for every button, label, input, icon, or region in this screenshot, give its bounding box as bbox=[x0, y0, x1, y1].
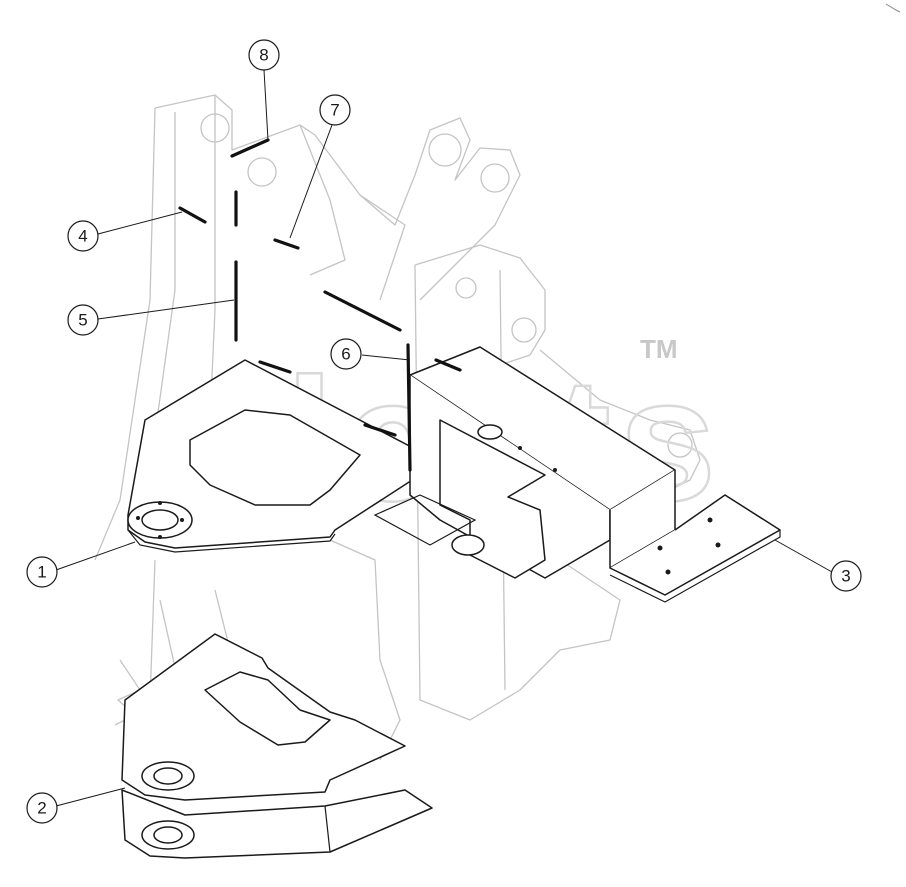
callout-5: 5 bbox=[67, 304, 99, 336]
callout-leaders bbox=[55, 69, 833, 807]
callout-6-label: 6 bbox=[341, 345, 350, 364]
callout-7: 7 bbox=[319, 94, 351, 126]
callout-6: 6 bbox=[330, 338, 362, 370]
callout-8: 8 bbox=[248, 39, 280, 71]
weld-7 bbox=[273, 238, 300, 250]
corner-mark bbox=[885, 3, 901, 13]
weld-6 bbox=[406, 343, 412, 472]
watermark-tm: TM bbox=[640, 334, 678, 364]
weld-8 bbox=[230, 138, 270, 158]
weld-seams bbox=[178, 138, 462, 472]
callout-5-label: 5 bbox=[78, 311, 87, 330]
callout-8-label: 8 bbox=[259, 46, 268, 65]
weld-1a bbox=[258, 360, 292, 374]
callout-2-label: 2 bbox=[37, 799, 46, 818]
weld-6c bbox=[434, 358, 462, 372]
callout-4-label: 4 bbox=[78, 227, 87, 246]
weld-4 bbox=[178, 206, 207, 224]
callout-4: 4 bbox=[67, 220, 99, 252]
weld-1b bbox=[363, 423, 397, 437]
callout-7-label: 7 bbox=[330, 101, 339, 120]
part-2-lower-plate bbox=[121, 633, 433, 859]
callout-3: 3 bbox=[830, 560, 862, 592]
callout-3-label: 3 bbox=[841, 567, 850, 586]
callout-2: 2 bbox=[26, 792, 58, 824]
callout-1: 1 bbox=[26, 556, 58, 588]
callout-1-label: 1 bbox=[37, 563, 46, 582]
part-3-frame-box bbox=[373, 346, 781, 603]
part-1-upper-plate bbox=[127, 359, 441, 553]
weld-6b bbox=[323, 290, 402, 332]
